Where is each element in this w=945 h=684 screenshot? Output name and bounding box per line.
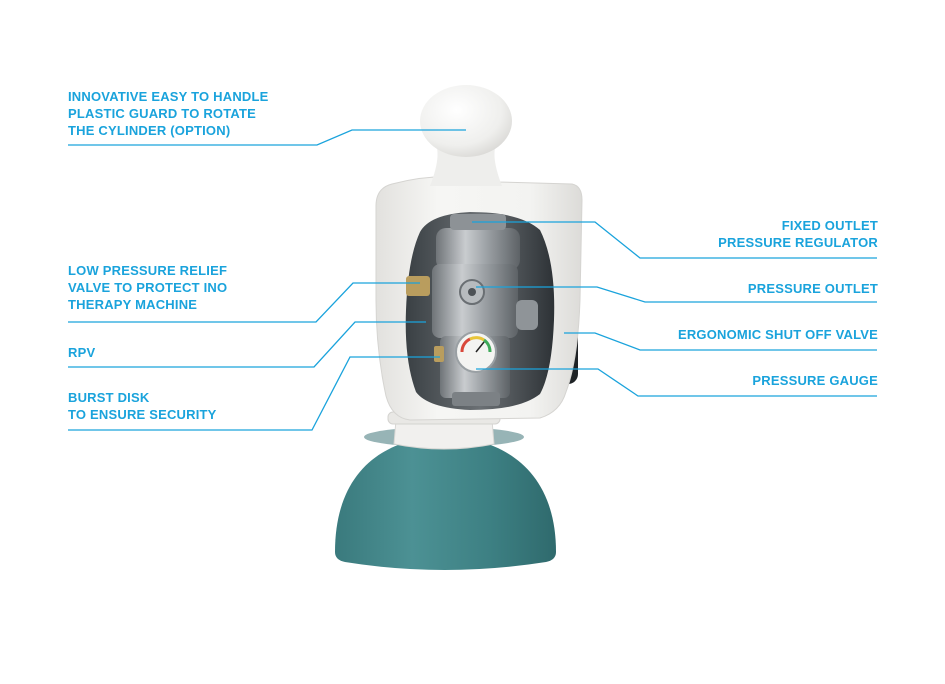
label-pressure-gauge: PRESSURE GAUGE [752,373,878,388]
label-low-pressure-relief-valve: LOW PRESSURE RELIEF VALVE TO PROTECT INO… [68,263,228,312]
guard-ball-handle [420,85,512,157]
label-rpv: RPV [68,345,96,360]
label-plastic-guard: INNOVATIVE EASY TO HANDLE PLASTIC GUARD … [68,89,269,138]
label-burst-disk: BURST DISK TO ENSURE SECURITY [68,390,217,422]
label-pressure-regulator: FIXED OUTLET PRESSURE REGULATOR [718,218,878,250]
label-pressure-outlet: PRESSURE OUTLET [747,281,878,296]
cylinder-base [335,436,556,570]
label-shut-off-valve: ERGONOMIC SHUT OFF VALVE [677,327,878,342]
